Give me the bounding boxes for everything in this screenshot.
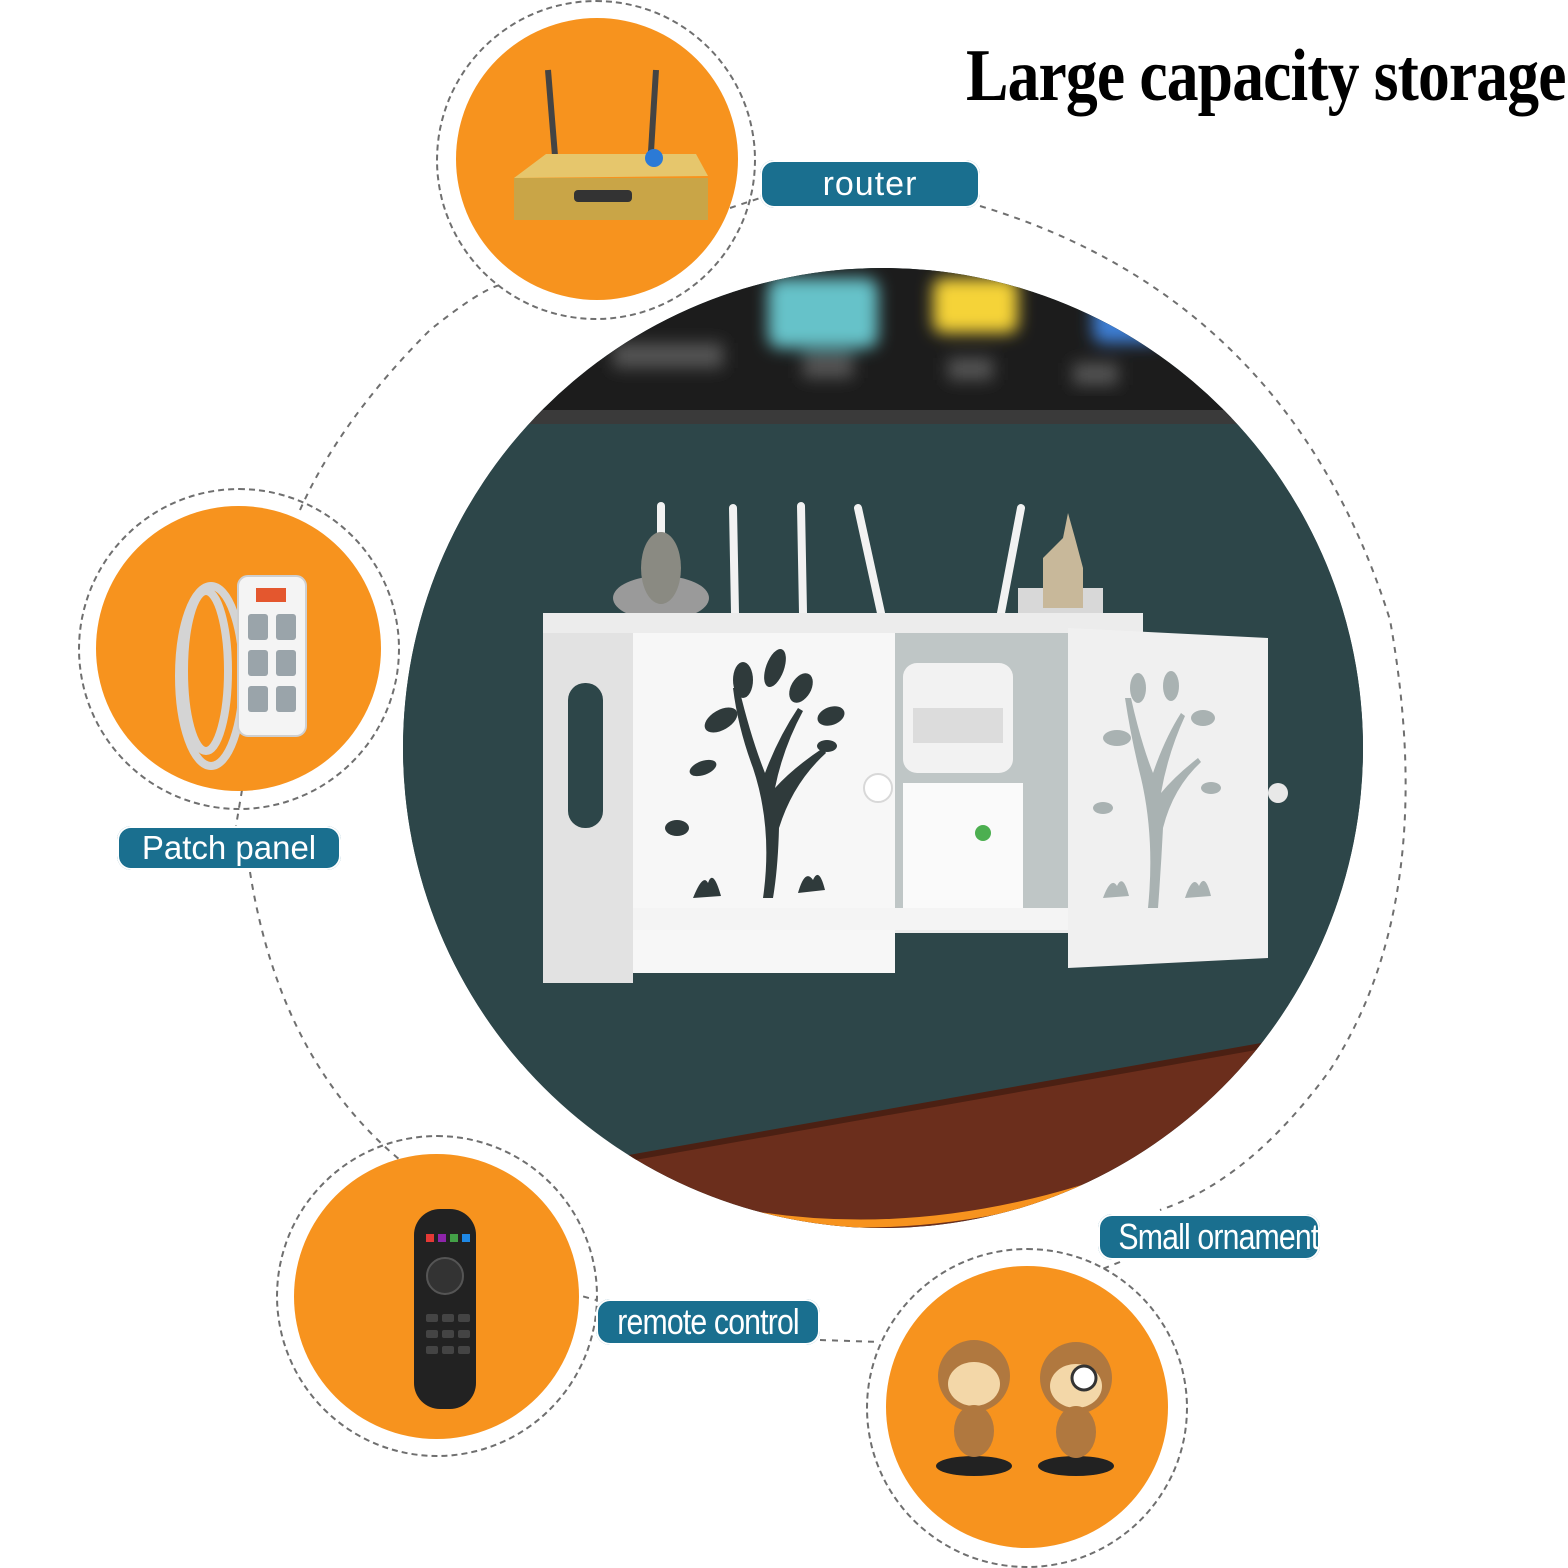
monkey-figurines-icon [936,1340,1114,1476]
remote-control-callout-ring [276,1135,598,1457]
small-ornaments-label-text: Small ornaments [1118,1216,1333,1257]
router-label: router [760,160,980,208]
patch-panel-callout-ring [78,488,400,810]
small-ornaments-callout-ring [866,1248,1188,1568]
small-ornaments-label: Small ornaments [1098,1214,1334,1260]
main-product-photo [403,268,1363,1228]
patch-panel-image [96,506,381,791]
remote-control-icon [414,1209,476,1409]
remote-control-image [294,1154,579,1439]
patch-panel-label: Patch panel [117,826,341,870]
small-ornaments-image [886,1266,1168,1548]
remote-control-label: remote control [596,1299,820,1345]
power-strip-icon [175,575,307,770]
router-callout-ring [436,0,756,320]
router-icon [514,69,708,220]
remote-control-label-text: remote control [617,1301,799,1342]
page-title: Large capacity storage [966,35,1566,117]
router-image [456,18,738,300]
